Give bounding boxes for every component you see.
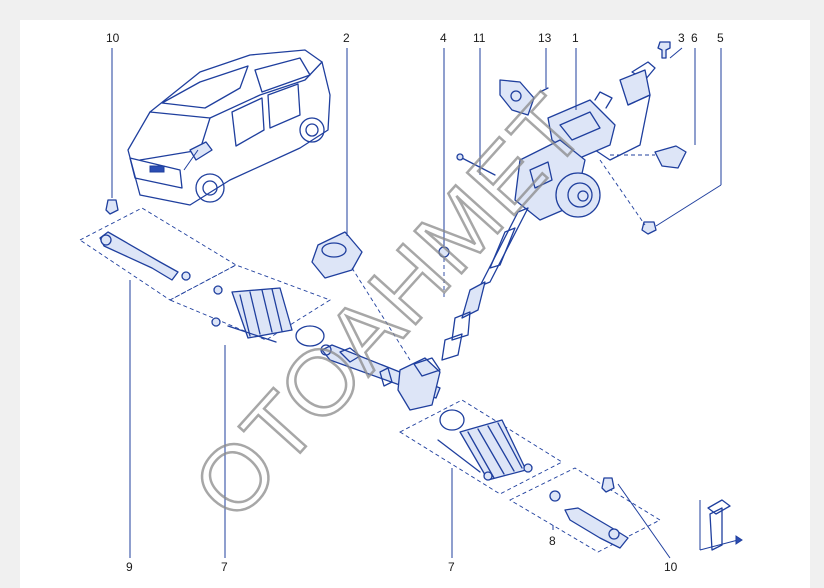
vehicle-illustration	[127, 49, 331, 206]
callout-13: 13	[538, 31, 552, 45]
steering-parts-diagram: 10 2 4 11 13 1 3 6 5 9 7 7 8 10 ОТОАНМЕТ	[79, 31, 743, 574]
bolt-detail-inset	[699, 499, 743, 551]
callout-7-right: 7	[448, 560, 455, 574]
right-tie-rod-end	[509, 467, 661, 553]
callout-10-bottom: 10	[664, 560, 678, 574]
callout-6: 6	[691, 31, 698, 45]
callout-10-top: 10	[106, 31, 120, 45]
callout-3: 3	[678, 31, 685, 45]
callout-11: 11	[473, 31, 486, 45]
callout-2: 2	[343, 31, 350, 45]
steering-column-assembly	[438, 41, 687, 361]
callout-7-left: 7	[221, 560, 228, 574]
left-tie-rod-end	[79, 199, 237, 301]
callout-leaders	[111, 47, 722, 559]
callout-9: 9	[126, 560, 133, 574]
callout-5: 5	[717, 31, 724, 45]
callout-4: 4	[440, 31, 447, 45]
right-boot-kit	[399, 399, 563, 495]
callout-8: 8	[549, 534, 556, 548]
callout-1: 1	[572, 31, 579, 45]
callout-labels: 10 2 4 11 13 1 3 6 5 9 7 7 8 10	[106, 31, 724, 574]
diagram-sheet: 10 2 4 11 13 1 3 6 5 9 7 7 8 10 ОТОАНМЕТ	[20, 20, 810, 588]
steering-rack	[311, 231, 441, 411]
